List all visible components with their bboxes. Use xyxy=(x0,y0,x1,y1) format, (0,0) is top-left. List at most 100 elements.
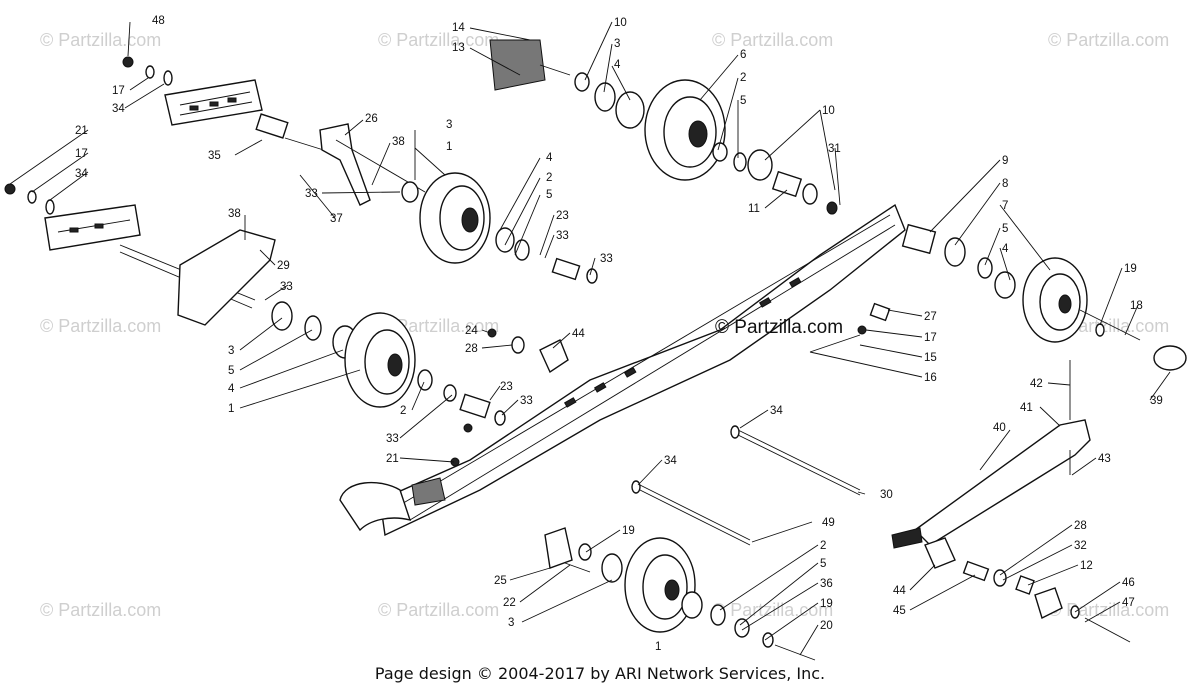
watermark: © Partzilla.com xyxy=(40,600,161,620)
callout-label: 16 xyxy=(924,372,937,384)
callout-label: 23 xyxy=(556,210,569,222)
callout-label: 28 xyxy=(465,343,478,355)
watermark: © Partzilla.com xyxy=(712,600,833,620)
callout-label: 37 xyxy=(330,213,343,225)
callout-label: 2 xyxy=(740,72,746,84)
callout-label: 19 xyxy=(622,525,635,537)
callout-label: 3 xyxy=(446,119,452,131)
callout-label: 31 xyxy=(828,143,841,155)
idler-wheel xyxy=(644,79,726,181)
callout-label: 32 xyxy=(1074,540,1087,552)
watermark-layer: © Partzilla.com © Partzilla.com © Partzi… xyxy=(40,30,1169,620)
watermark: © Partzilla.com xyxy=(40,30,161,50)
callout-label: 43 xyxy=(1098,453,1111,465)
callout-label: 34 xyxy=(770,405,783,417)
callout-label: 28 xyxy=(1074,520,1087,532)
callout-label: 5 xyxy=(740,95,746,107)
callout-label: 36 xyxy=(820,578,833,590)
callout-label: 2 xyxy=(400,405,406,417)
watermark: © Partzilla.com xyxy=(712,30,833,50)
callout-label: 4 xyxy=(614,59,621,71)
callout-label: 13 xyxy=(452,42,465,54)
callout-label: 19 xyxy=(820,598,833,610)
callout-label: 19 xyxy=(1124,263,1137,275)
nut-icon xyxy=(122,56,134,68)
callout-label: 3 xyxy=(228,345,234,357)
callout-label: 5 xyxy=(1002,223,1008,235)
callout-label: 7 xyxy=(1002,200,1008,212)
leader-lines xyxy=(9,21,1171,656)
callout-label: 34 xyxy=(112,103,125,115)
idler-wheel xyxy=(401,172,491,264)
callout-label: 26 xyxy=(365,113,378,125)
watermark: © Partzilla.com xyxy=(378,600,499,620)
watermark: © Partzilla.com xyxy=(1048,30,1169,50)
callout-label: 25 xyxy=(494,575,507,587)
callout-label: 23 xyxy=(500,381,513,393)
callout-label: 1 xyxy=(446,141,452,153)
callout-label: 34 xyxy=(664,455,677,467)
idler-wheel xyxy=(624,537,696,633)
callout-label: 33 xyxy=(305,188,318,200)
callout-label: 24 xyxy=(465,325,478,337)
callout-label: 33 xyxy=(280,281,293,293)
callout-label: 20 xyxy=(820,620,833,632)
callout-label: 48 xyxy=(152,15,165,27)
callout-label: 49 xyxy=(822,517,835,529)
callout-label: 45 xyxy=(893,605,906,617)
callout-label: 40 xyxy=(993,422,1006,434)
callout-label: 38 xyxy=(392,136,405,148)
callout-label: 33 xyxy=(600,253,613,265)
callout-label: 5 xyxy=(228,365,234,377)
idler-wheel xyxy=(1022,257,1088,343)
callout-label: 30 xyxy=(880,489,893,501)
callout-label: 17 xyxy=(924,332,937,344)
callout-label: 2 xyxy=(820,540,826,552)
callout-label: 17 xyxy=(112,85,125,97)
callout-label: 47 xyxy=(1122,597,1135,609)
callout-label: 46 xyxy=(1122,577,1135,589)
part-drawings xyxy=(4,39,1187,661)
callout-label: 8 xyxy=(1002,178,1008,190)
callout-label: 2 xyxy=(546,172,552,184)
callout-label: 27 xyxy=(924,311,937,323)
callout-label: 21 xyxy=(75,125,88,137)
callout-label: 14 xyxy=(452,22,465,34)
callout-labels: 48 17 34 21 17 34 35 26 38 33 37 38 29 3… xyxy=(75,15,1163,653)
left-rail-fragment xyxy=(44,204,141,251)
callout-label: 5 xyxy=(546,189,552,201)
callout-label: 12 xyxy=(1080,560,1093,572)
callout-label: 1 xyxy=(655,641,661,653)
callout-label: 1 xyxy=(228,403,234,415)
callout-label: 33 xyxy=(520,395,533,407)
end-cap xyxy=(1153,345,1187,371)
callout-label: 3 xyxy=(614,38,620,50)
nut-icon xyxy=(4,183,16,195)
callout-label: 11 xyxy=(748,203,760,215)
callout-label: 22 xyxy=(503,597,516,609)
callout-label: 38 xyxy=(228,208,241,220)
callout-label: 4 xyxy=(1002,243,1009,255)
main-frame-rail xyxy=(379,203,906,537)
callout-label: 44 xyxy=(893,585,906,597)
callout-label: 4 xyxy=(546,152,553,164)
callout-label: 21 xyxy=(386,453,399,465)
callout-label: 9 xyxy=(1002,155,1008,167)
callout-label: 35 xyxy=(208,150,221,162)
callout-label: 3 xyxy=(508,617,514,629)
callout-label: 10 xyxy=(822,105,835,117)
watermark: © Partzilla.com xyxy=(1048,600,1169,620)
callout-label: 42 xyxy=(1030,378,1043,390)
center-watermark: © Partzilla.com xyxy=(715,317,843,338)
idler-wheel xyxy=(344,312,416,408)
callout-label: 17 xyxy=(75,148,88,160)
watermark: © Partzilla.com xyxy=(378,30,499,50)
callout-label: 10 xyxy=(614,17,627,29)
callout-label: 41 xyxy=(1020,402,1033,414)
callout-label: 33 xyxy=(556,230,569,242)
callout-label: 4 xyxy=(228,383,235,395)
callout-label: 6 xyxy=(740,49,746,61)
upper-rail-fragment xyxy=(164,79,263,126)
watermark: © Partzilla.com xyxy=(40,316,161,336)
footer-credit: Page design © 2004-2017 by ARI Network S… xyxy=(374,664,826,683)
